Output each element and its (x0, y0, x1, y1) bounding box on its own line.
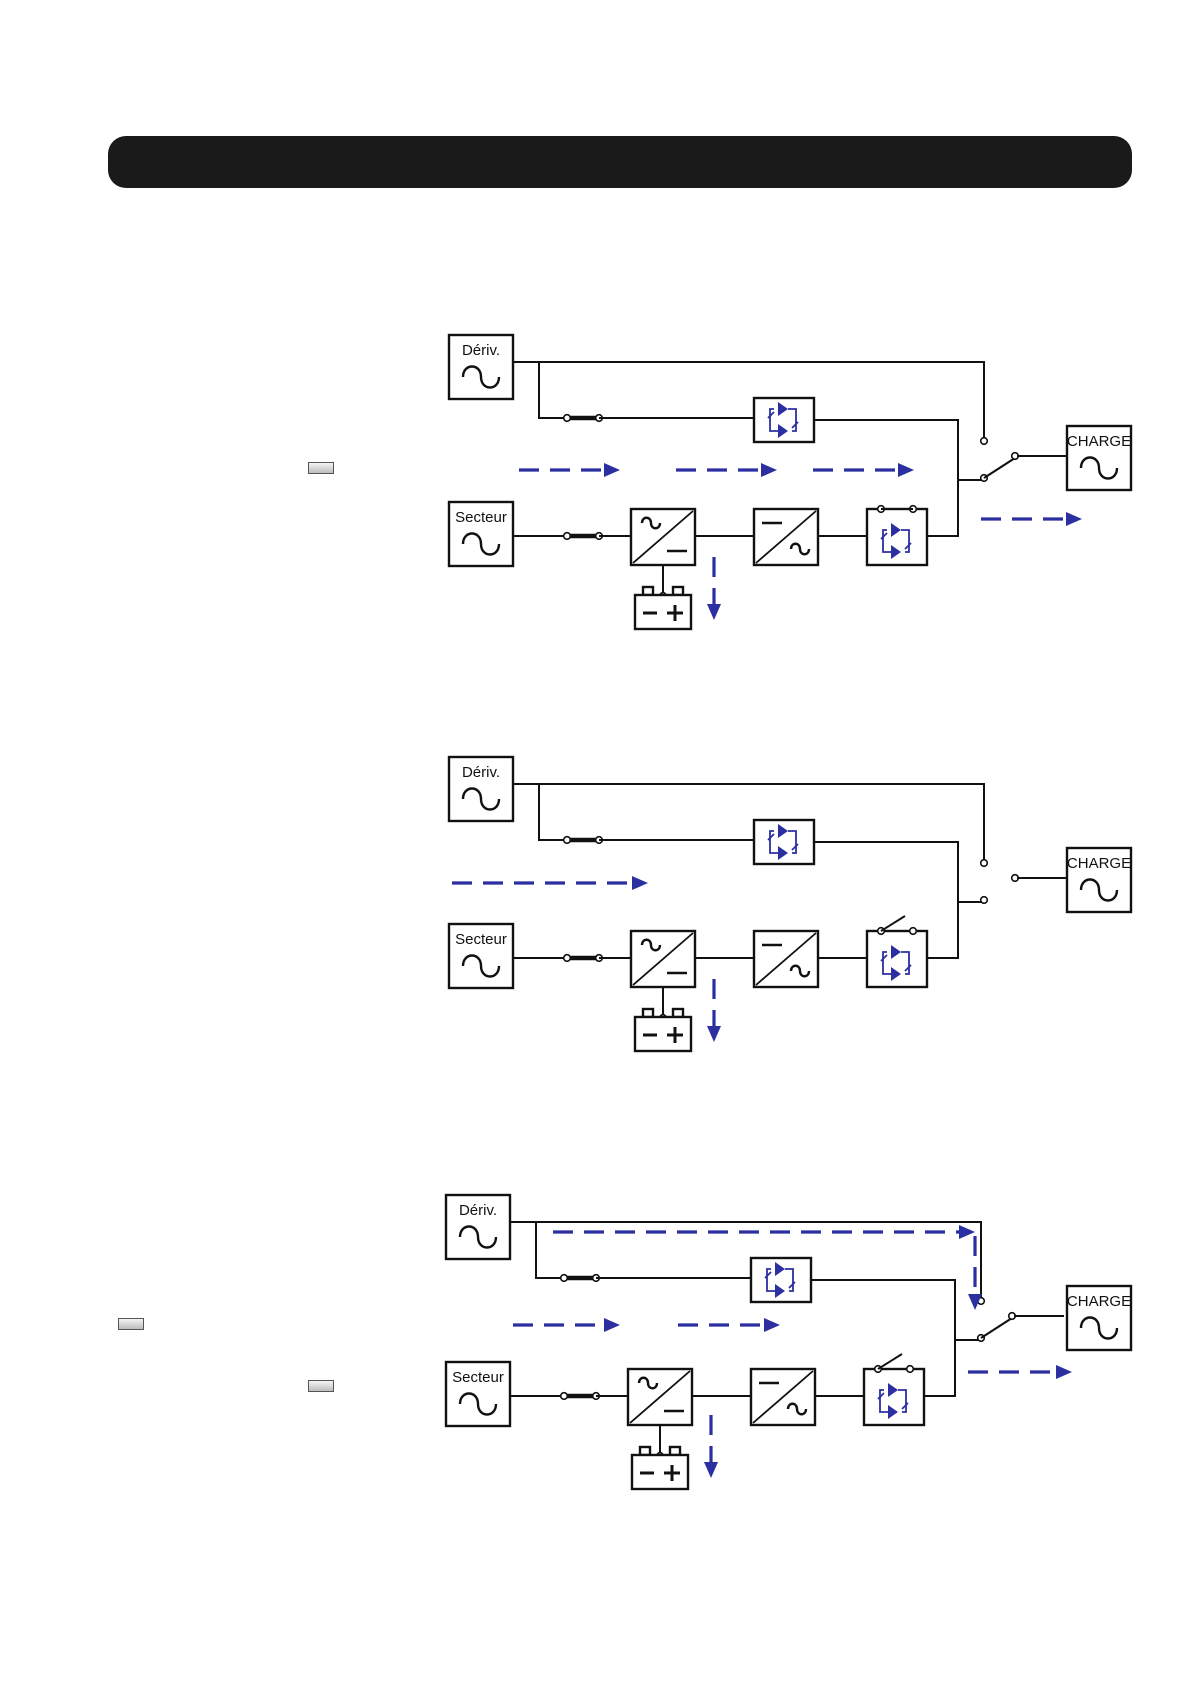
diagram-mode-bypass: Dériv. Secteur CHARGE (446, 1195, 1131, 1489)
dc-ac-inverter-icon (751, 1369, 815, 1425)
bypass-source: Dériv. (449, 335, 513, 399)
flow-arrow-icon (813, 463, 914, 477)
flow-arrowhead (604, 463, 620, 477)
load-output-label: CHARGE (1067, 855, 1131, 872)
terminal-node (981, 438, 988, 445)
terminal-node (981, 860, 988, 867)
inverter-static-switch (867, 509, 927, 565)
terminal-node (561, 1275, 568, 1282)
terminal-node (561, 1393, 568, 1400)
flow-arrow-icon (707, 979, 721, 1042)
inverter-static-switch (864, 1369, 924, 1425)
flow-arrowhead (707, 1026, 721, 1042)
bypass-source-label: Dériv. (462, 342, 500, 359)
bypass-static-switch (754, 398, 814, 442)
bypass-line (513, 784, 984, 860)
flow-arrow-icon (452, 876, 648, 890)
terminal-node (981, 897, 988, 904)
breaker-icon (564, 415, 603, 422)
flow-arrow-icon (519, 463, 620, 477)
load-output-label: CHARGE (1067, 1293, 1131, 1310)
flow-arrowhead (764, 1318, 780, 1332)
mains-source-label: Secteur (455, 931, 507, 948)
contactor-blade (878, 1354, 902, 1369)
bypass-source: Dériv. (449, 757, 513, 821)
terminal-node (564, 415, 571, 422)
dc-ac-inverter-icon (754, 931, 818, 987)
flow-arrowhead (704, 1462, 718, 1478)
flow-arrow-icon (678, 1318, 780, 1332)
load-output: CHARGE (1067, 426, 1131, 490)
flow-arrow-icon (513, 1318, 620, 1332)
bypass-source: Dériv. (446, 1195, 510, 1259)
battery-post (673, 1009, 683, 1017)
output-switch-blade (984, 458, 1015, 478)
load-output-label: CHARGE (1067, 433, 1131, 450)
flow-arrowhead (761, 463, 777, 477)
bypass-source-label: Dériv. (462, 764, 500, 781)
terminal-node (564, 837, 571, 844)
flow-arrow-icon (981, 512, 1082, 526)
flow-arrowhead (632, 876, 648, 890)
terminal-node (564, 533, 571, 540)
flow-arrow-icon (553, 1225, 975, 1239)
flow-arrowhead (898, 463, 914, 477)
diagram-mode-normal: Dériv. Secteur CHARGE (449, 335, 1131, 629)
dc-ac-inverter-icon (754, 509, 818, 565)
breaker-icon (561, 1275, 600, 1282)
flow-arrow-icon (968, 1365, 1072, 1379)
load-output: CHARGE (1067, 1286, 1131, 1350)
mains-source: Secteur (449, 502, 513, 566)
mains-source-label: Secteur (455, 509, 507, 526)
breaker-icon (564, 533, 603, 540)
flow-arrow-icon (676, 463, 777, 477)
flow-arrowhead (707, 604, 721, 620)
flow-arrowhead (604, 1318, 620, 1332)
battery-post (673, 587, 683, 595)
load-output: CHARGE (1067, 848, 1131, 912)
bypass-static-switch (754, 820, 814, 864)
flow-arrowhead (1056, 1365, 1072, 1379)
terminal-node (564, 955, 571, 962)
mains-source: Secteur (449, 924, 513, 988)
terminal-node (910, 928, 917, 935)
bypass-static-switch (751, 1258, 811, 1302)
contactor-blade (881, 916, 905, 931)
flow-arrow-icon (707, 557, 721, 620)
flow-arrowhead (1066, 512, 1082, 526)
bypass-branch (539, 784, 567, 840)
breaker-icon (564, 955, 603, 962)
mains-source-label: Secteur (452, 1369, 504, 1386)
inverter-static-switch (867, 931, 927, 987)
mains-source: Secteur (446, 1362, 510, 1426)
ac-dc-rectifier-icon (631, 931, 695, 987)
terminal-node (907, 1366, 914, 1373)
output-switch-blade (981, 1318, 1012, 1338)
bypass-branch (539, 362, 567, 418)
diagram-mode-off: Dériv. Secteur CHARGE (449, 757, 1131, 1051)
battery-post (643, 1009, 653, 1017)
ac-dc-rectifier-icon (628, 1369, 692, 1425)
bypass-line (513, 362, 984, 438)
ac-dc-rectifier-icon (631, 509, 695, 565)
flow-arrowhead (959, 1225, 975, 1239)
breaker-icon (561, 1393, 600, 1400)
breaker-icon (564, 837, 603, 844)
flow-arrow-icon (704, 1415, 718, 1478)
battery-post (643, 587, 653, 595)
bypass-source-label: Dériv. (459, 1202, 497, 1219)
